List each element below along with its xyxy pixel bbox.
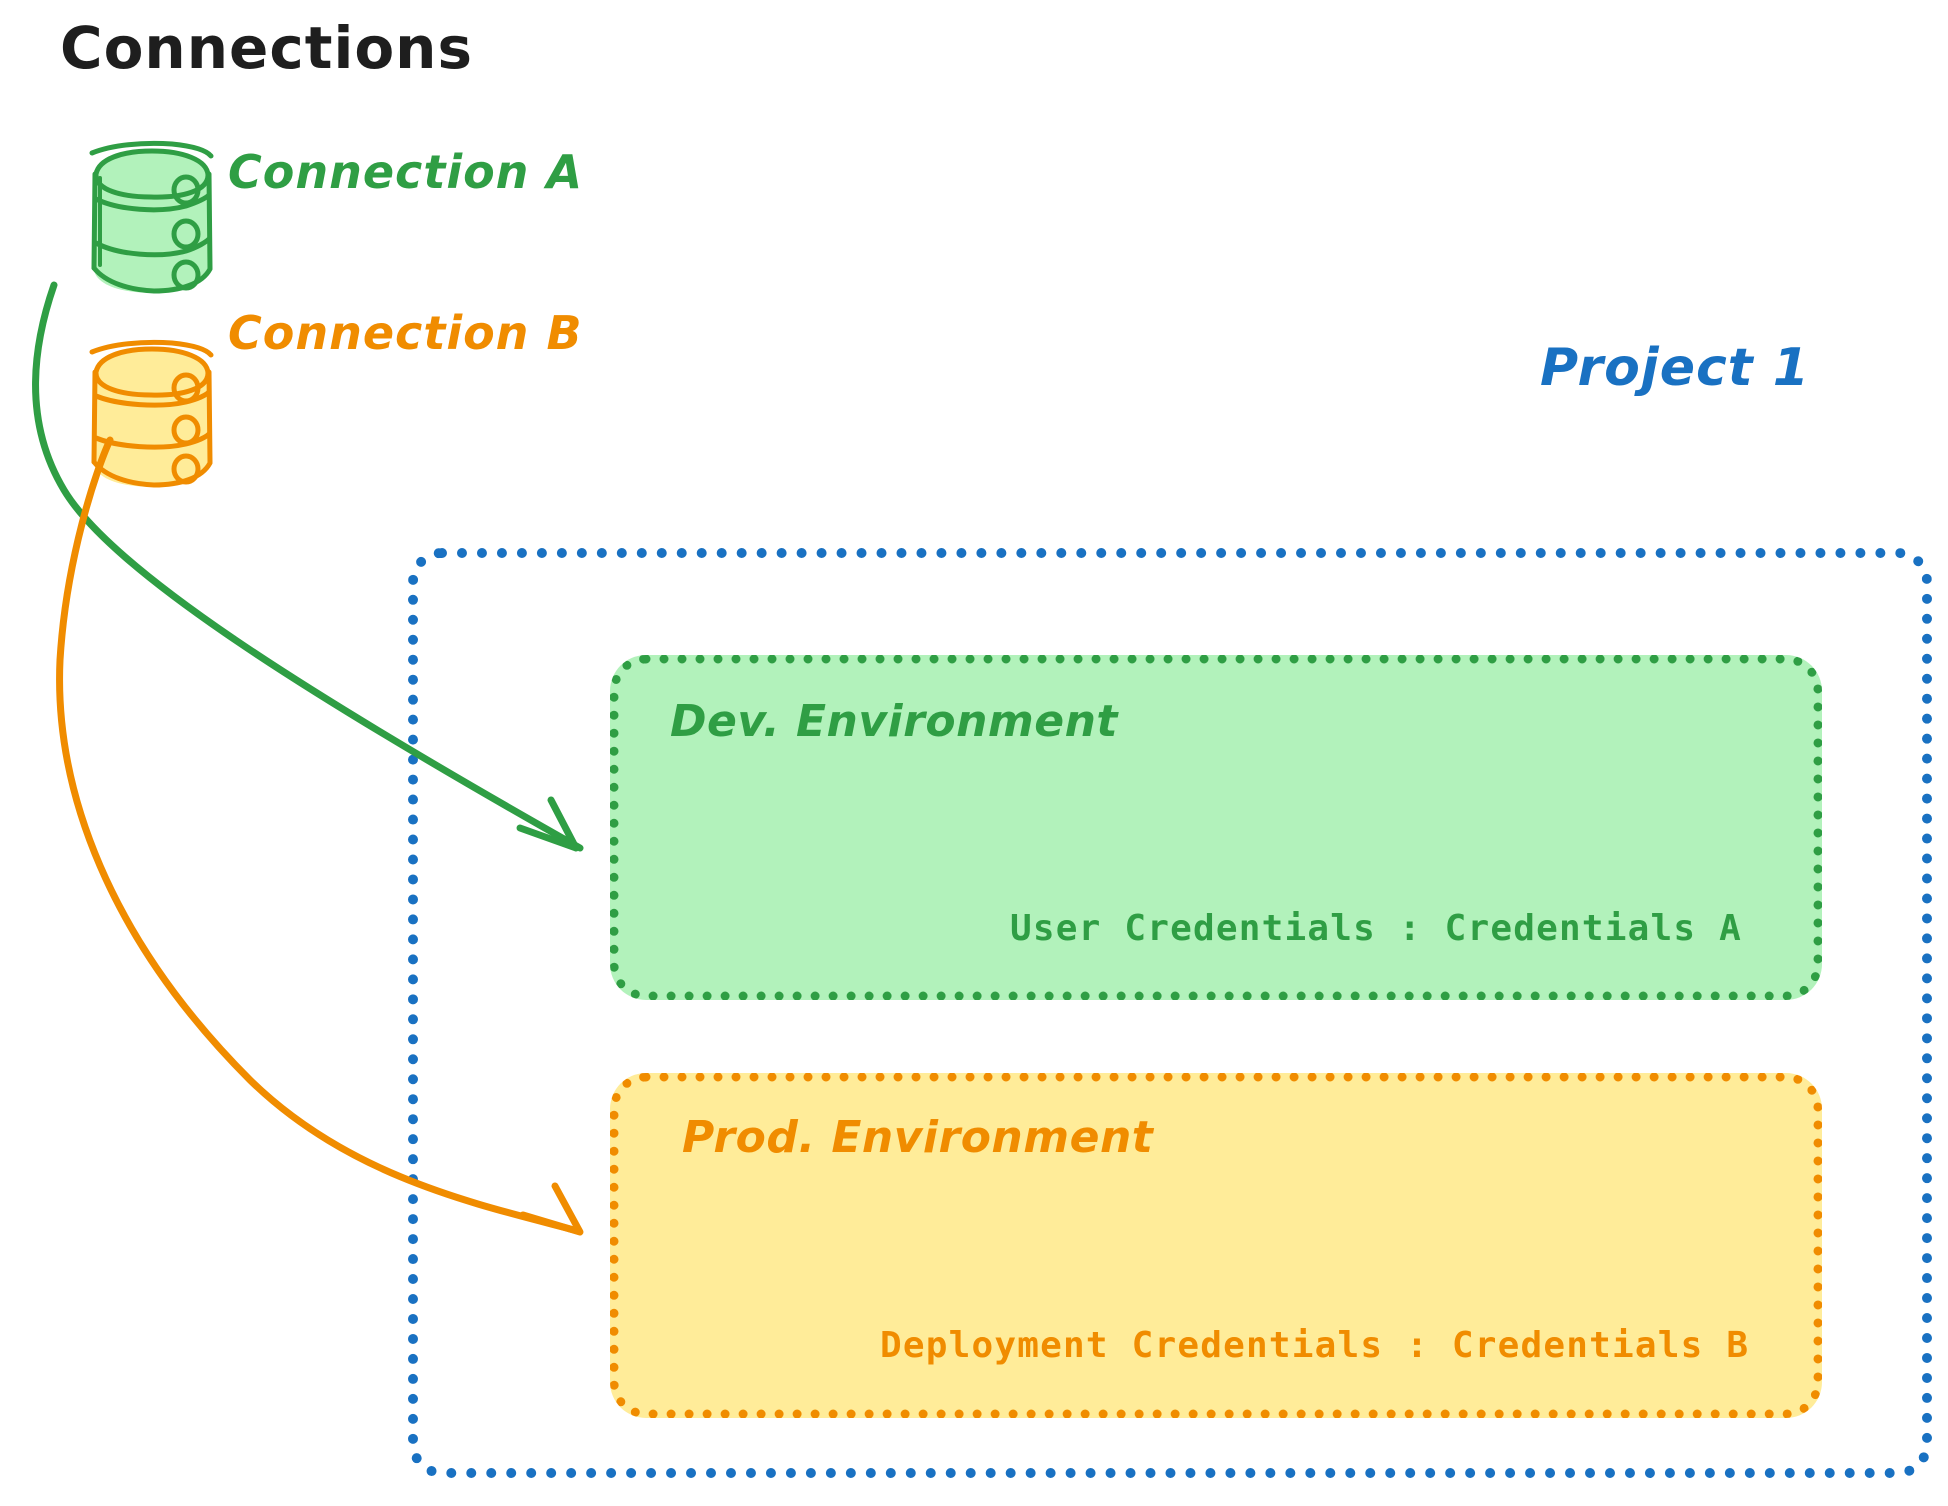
database-cylinder-icon-connection-b[interactable] xyxy=(89,339,214,488)
project-label: Project 1 xyxy=(1540,338,1810,398)
connection-b-label: Connection B xyxy=(228,306,583,360)
prod-environment-box[interactable] xyxy=(610,1073,1822,1418)
page-title: Connections xyxy=(60,14,473,82)
database-cylinder-icon-connection-a[interactable] xyxy=(89,140,214,294)
connection-a-label: Connection A xyxy=(228,145,584,199)
dev-environment-title: Dev. Environment xyxy=(670,696,1118,747)
dev-environment-box[interactable] xyxy=(610,655,1822,1000)
prod-environment-title: Prod. Environment xyxy=(682,1112,1154,1163)
dev-environment-credentials: User Credentials : Credentials A xyxy=(1010,908,1742,949)
prod-environment-credentials: Deployment Credentials : Credentials B xyxy=(880,1325,1750,1366)
